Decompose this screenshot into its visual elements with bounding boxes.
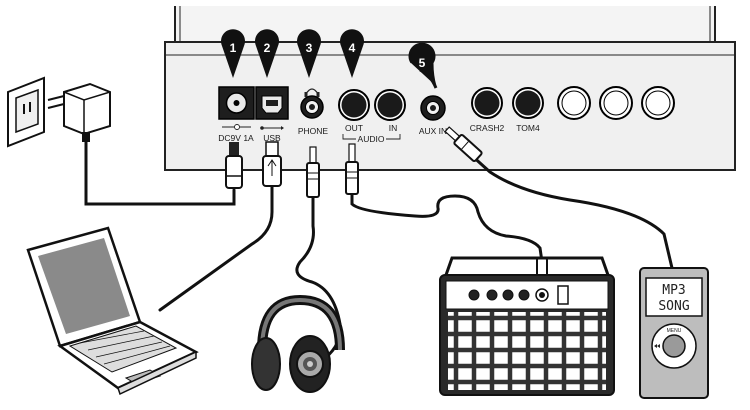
in-label: IN	[389, 123, 398, 133]
out-label: OUT	[345, 123, 363, 133]
svg-text:3: 3	[306, 41, 313, 55]
audio-label: AUDIO	[358, 134, 385, 144]
callout-marker-5: 5	[408, 42, 438, 89]
cables	[84, 138, 674, 364]
headphones-icon	[251, 294, 345, 393]
callout-marker-4: 4	[340, 29, 365, 78]
svg-text:4: 4	[349, 41, 356, 55]
mp3-screen-line2: SONG	[658, 299, 689, 314]
laptop-icon	[26, 226, 199, 396]
phone-jack[interactable]	[300, 95, 324, 119]
audio-out-plug	[345, 143, 359, 195]
power-jack[interactable]	[218, 86, 255, 120]
phone-plug	[306, 146, 320, 198]
aux-in-plug	[444, 126, 483, 163]
mp3-screen-line1: MP3	[662, 283, 685, 298]
callout-marker-2: 2	[255, 29, 279, 78]
aux-in-label: AUX IN	[419, 126, 447, 136]
usb-plug	[262, 141, 282, 187]
power-plug	[225, 142, 243, 189]
power-adapter-icon	[47, 82, 111, 142]
aux-in-jack[interactable]	[420, 95, 446, 121]
tom4-label: TOM4	[516, 123, 540, 133]
svg-text:2: 2	[264, 41, 271, 55]
mp3-player-icon: MP3 SONG MENU	[639, 267, 709, 399]
callout-marker-3: 3	[297, 29, 322, 78]
crash2-label: CRASH2	[470, 123, 505, 133]
blank-jack-2	[599, 86, 633, 120]
blank-jack-3	[641, 86, 675, 120]
usb-port[interactable]	[255, 86, 289, 120]
audio-out-jack[interactable]	[338, 89, 370, 121]
audio-bracket	[342, 134, 401, 140]
phone-label: PHONE	[298, 126, 329, 136]
power-label: DC9V 1A	[218, 133, 254, 143]
tom4-jack[interactable]	[512, 87, 544, 119]
usb-label: USB	[263, 133, 281, 143]
usb-symbol-icon	[260, 126, 284, 130]
audio-in-jack[interactable]	[374, 89, 406, 121]
amplifier-icon	[439, 256, 615, 396]
mp3-menu-label[interactable]: MENU	[667, 328, 682, 334]
svg-text:1: 1	[230, 41, 237, 55]
polarity-symbol-icon	[222, 124, 251, 130]
svg-text:5: 5	[419, 56, 426, 70]
wall-outlet-icon	[7, 76, 45, 148]
crash2-jack[interactable]	[471, 87, 503, 119]
headphone-symbol-icon	[304, 88, 320, 97]
callout-marker-1: 1	[221, 29, 246, 78]
blank-jack-1	[557, 86, 591, 120]
